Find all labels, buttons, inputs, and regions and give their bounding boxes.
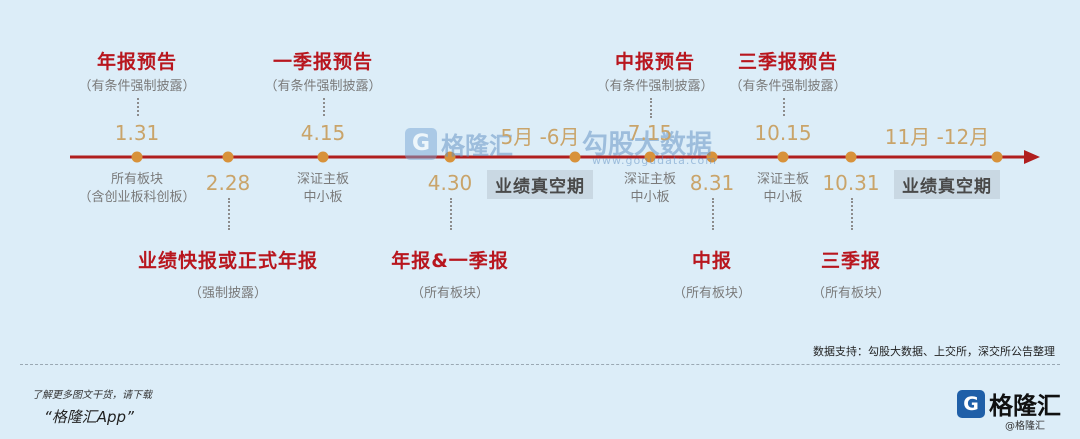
watermark-name-2: 勾股大数据 <box>582 130 713 160</box>
watermark-gelonghui: G 格隆汇 <box>405 126 513 161</box>
event-date-4-30: 4.30 <box>427 171 473 195</box>
event-title-express-or-annual: 业绩快报或正式年报 <box>137 250 319 272</box>
event-desc: 深证主板 <box>623 172 677 187</box>
event-desc: 中小板 <box>630 190 670 205</box>
brand-handle: @格隆汇 <box>1005 421 1045 432</box>
brand-logo: G 格隆汇 <box>957 386 1061 421</box>
event-sub: （有条件强制披露） <box>596 79 714 94</box>
divider <box>20 364 1060 365</box>
watermark-gogudata: 勾股大数据 www.gogudata.com <box>582 124 716 167</box>
event-desc: 所有板块 <box>110 172 164 187</box>
event-sub: （有条件强制披露） <box>729 79 847 94</box>
blank-period-range: 11月 -12月 <box>884 125 990 149</box>
connector-line <box>323 98 325 116</box>
event-desc: 中小板 <box>303 190 343 205</box>
timeline-dot-10-31 <box>845 151 857 163</box>
blank-period-range: 5月 -6月 <box>500 125 580 149</box>
connector-line <box>851 198 853 230</box>
connector-line <box>783 98 785 116</box>
connector-line <box>650 98 652 118</box>
event-title-annual-q1: 年报&一季报 <box>391 250 509 272</box>
timeline-dot-11-12 <box>991 151 1003 163</box>
event-sub: （所有板块） <box>410 286 490 301</box>
connector-line <box>450 198 452 230</box>
blank-period-label: 业绩真空期 <box>487 170 593 199</box>
brand-name: 格隆汇 <box>989 392 1061 420</box>
event-sub: （所有板块） <box>672 286 752 301</box>
connector-line <box>137 98 139 116</box>
event-title-interim: 中报 <box>691 250 733 272</box>
event-desc: 中小板 <box>763 190 803 205</box>
blank-period-label: 业绩真空期 <box>894 170 1000 199</box>
event-sub: （有条件强制披露） <box>264 79 382 94</box>
event-title-annual-forecast: 年报预告 <box>96 51 178 73</box>
event-title-q1-forecast: 一季报预告 <box>272 51 374 73</box>
event-desc: 深证主板 <box>756 172 810 187</box>
watermark-logo-icon: G <box>405 127 437 160</box>
event-date-1-31: 1.31 <box>114 121 160 145</box>
watermark-url: www.gogudata.com <box>592 154 717 167</box>
footer-download-hint: 了解更多图文干货，请下载 <box>32 390 152 401</box>
event-date-7-15: 7.15 <box>627 121 673 145</box>
timeline-dot-5-6 <box>569 151 581 163</box>
connector-line <box>712 198 714 230</box>
event-sub: （强制披露） <box>188 286 268 301</box>
watermark-name: 格隆汇 <box>441 132 513 160</box>
event-title-interim-forecast: 中报预告 <box>614 51 696 73</box>
event-desc: 深证主板 <box>296 172 350 187</box>
timeline-dot-8-31 <box>706 151 718 163</box>
timeline-dot-2-28 <box>222 151 234 163</box>
timeline-dot-10-15 <box>777 151 789 163</box>
timeline-dot-4-30 <box>444 151 456 163</box>
event-title-q3-forecast: 三季报预告 <box>737 51 839 73</box>
timeline-dot-1-31 <box>131 151 143 163</box>
event-date-8-31: 8.31 <box>689 171 735 195</box>
brand-logo-icon: G <box>957 389 985 418</box>
event-date-4-15: 4.15 <box>300 121 346 145</box>
event-date-10-15: 10.15 <box>754 121 812 145</box>
connector-line <box>228 198 230 230</box>
event-date-10-31: 10.31 <box>822 171 880 195</box>
footer-app-name: “格隆汇App” <box>44 408 134 426</box>
event-sub: （有条件强制披露） <box>78 79 196 94</box>
event-desc: （含创业板科创板） <box>78 190 196 205</box>
event-title-q3: 三季报 <box>820 250 882 272</box>
source-note: 数据支持：勾股大数据、上交所，深交所公告整理 <box>813 345 1055 358</box>
event-sub: （所有板块） <box>811 286 891 301</box>
timeline-dot-7-15 <box>644 151 656 163</box>
timeline-dot-4-15 <box>317 151 329 163</box>
event-date-2-28: 2.28 <box>205 171 251 195</box>
